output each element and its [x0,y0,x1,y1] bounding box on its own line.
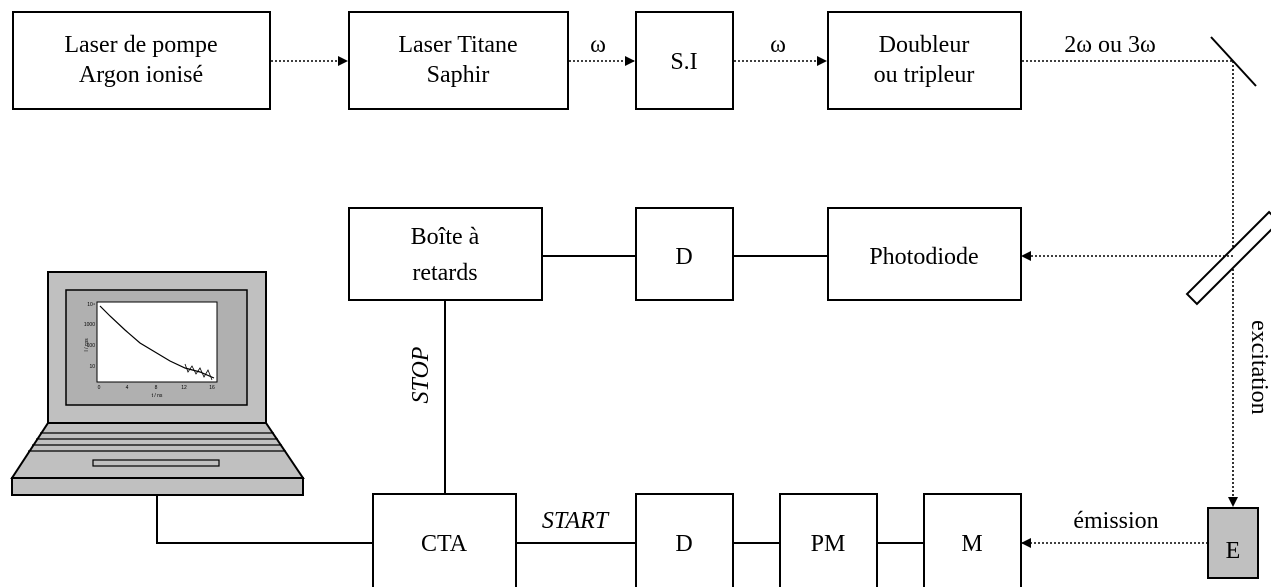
beam-splitter [1187,212,1271,304]
delay-box-label-1: Boîte à [411,224,480,250]
doubler-label-2: ou tripleur [874,62,975,88]
omega-label-1: ω [590,32,606,58]
cta-box: CTA [373,494,516,587]
mini-xtick-2: 8 [155,385,158,391]
doubler-label-1: Doubleur [879,32,970,58]
mini-ylabel: I / cps [84,338,90,352]
d-bottom-label: D [675,531,692,557]
wire-computer-to-cta [157,496,373,543]
delay-box: Boîte à retards [349,208,542,300]
m-label: M [961,531,982,557]
d-top-label: D [675,244,692,270]
laptop-icon: 10⁴ 1000 100 10 0 4 8 12 16 t / ns I / c… [12,272,303,495]
sample-label: E [1226,538,1241,564]
pm-label: PM [811,531,846,557]
ti-sapphire-label-1: Laser Titane [398,32,517,58]
cta-label: CTA [421,531,468,557]
mini-ytick-1: 1000 [84,322,95,328]
photodiode-box: Photodiode [828,208,1021,300]
sample-box: E [1208,508,1258,578]
mini-ytick-0: 10⁴ [87,302,95,308]
laptop-trackpad [93,460,219,466]
d-box-top: D [636,208,733,300]
si-box: S.I [636,12,733,109]
ti-sapphire-label-2: Saphir [427,62,490,88]
pump-laser-label-1: Laser de pompe [64,32,217,58]
emission-label: émission [1073,508,1158,534]
stop-label: STOP [408,346,434,403]
si-label: S.I [670,49,697,75]
mini-xlabel: t / ns [152,393,163,399]
mini-ytick-3: 10 [89,364,95,370]
photodiode-label: Photodiode [869,244,978,270]
pump-laser-box: Laser de pompe Argon ionisé [13,12,270,109]
laptop-base [12,478,303,495]
harmonics-label: 2ω ou 3ω [1064,32,1156,58]
ti-sapphire-box: Laser Titane Saphir [349,12,568,109]
start-label: START [542,508,610,534]
delay-box-label-2: retards [412,260,477,286]
doubler-box: Doubleur ou tripleur [828,12,1021,109]
excitation-label: excitation [1246,320,1271,415]
pm-box: PM [780,494,877,587]
d-box-bottom: D [636,494,733,587]
m-box: M [924,494,1021,587]
mini-xtick-3: 12 [181,385,187,391]
omega-label-2: ω [770,32,786,58]
pump-laser-label-2: Argon ionisé [79,62,203,88]
mini-xtick-1: 4 [126,385,129,391]
mini-xtick-0: 0 [98,385,101,391]
mini-xtick-4: 16 [209,385,215,391]
